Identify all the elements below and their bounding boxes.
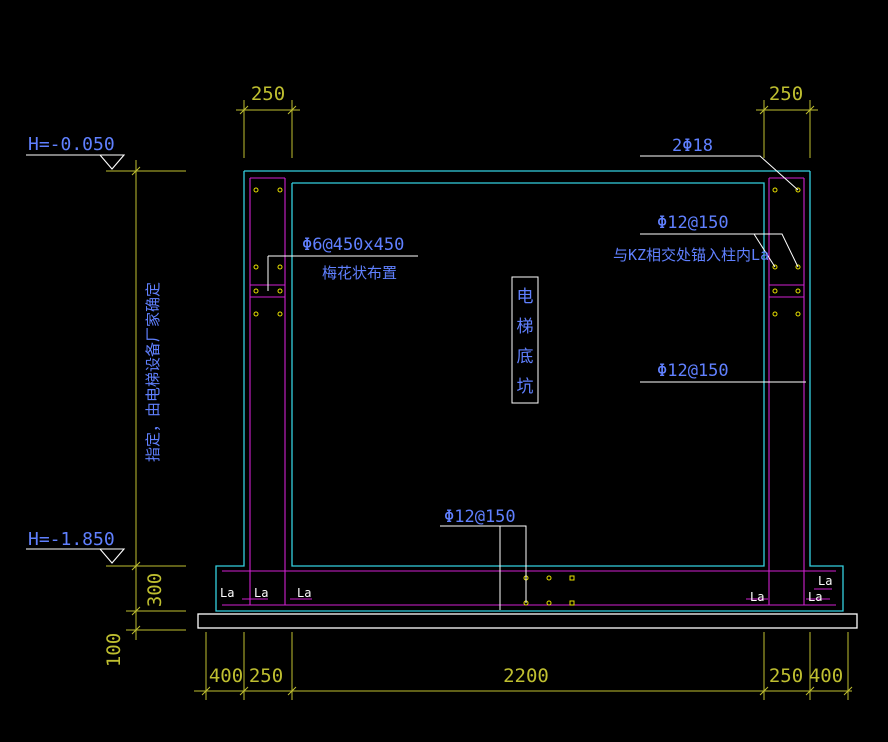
level-bottom: H=-1.850 [28,529,115,550]
dimension-lines [106,100,853,700]
level-top: H=-0.050 [28,134,115,155]
dim-bottom-1: 250 [249,665,283,687]
dimension-texts: 250 250 400 250 2200 250 400 300 100 [103,83,843,687]
kz-note: 与KZ相交处锚入柱内La [613,246,769,264]
la-label: La [254,586,268,600]
la-label: La [220,586,234,600]
dim-side-300: 300 [144,573,166,607]
leader-lines [267,155,806,610]
blinding-layer [197,613,858,629]
pit-char-2: 底 [517,347,534,367]
la-label: La [808,590,822,604]
vertical-note: 指定，由电梯设备厂家确定 [144,282,162,462]
level-markers [26,154,126,564]
la-label: La [750,590,764,604]
annotation-texts: H=-0.050 H=-1.850 指定，由电梯设备厂家确定 2Φ18 Φ12@… [28,134,769,550]
pit-concrete-outline [215,170,844,612]
plum-note: 梅花状布置 [322,264,397,282]
dim-bottom-4: 400 [809,665,843,687]
rebar-phi6: Φ6@450x450 [302,235,404,255]
dim-top-right: 250 [769,83,803,105]
la-label: La [818,574,832,588]
rebar-phi12-wall: Φ12@150 [657,361,729,381]
dim-top-left: 250 [251,83,285,105]
rebar-2phi18: 2Φ18 [672,136,713,156]
pit-char-3: 坑 [517,377,534,397]
rebar-phi12-kz: Φ12@150 [657,213,729,233]
rebar-phi12-base: Φ12@150 [444,507,516,527]
dim-bottom-3: 250 [769,665,803,687]
la-labels: La La La La La La [220,574,832,604]
dim-bottom-0: 400 [209,665,243,687]
pit-char-0: 电 [517,287,534,307]
dim-bottom-2: 2200 [503,665,549,687]
pit-char-1: 梯 [517,317,534,337]
rebar-lines [222,177,836,606]
dim-side-100: 100 [103,633,125,667]
la-label: La [297,586,311,600]
